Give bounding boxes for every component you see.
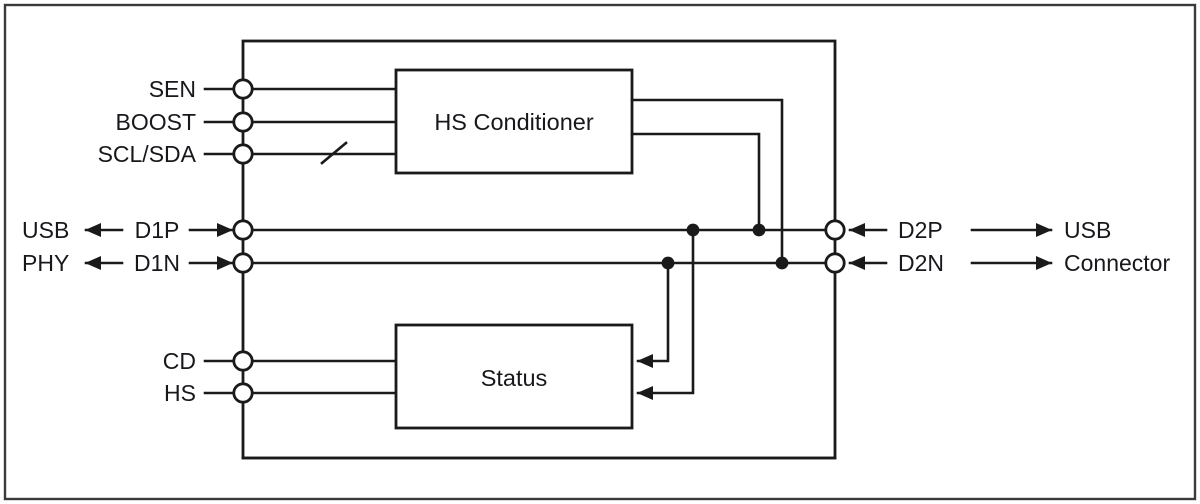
pin-label-cd: CD: [163, 348, 196, 374]
pin-circle-d2n[interactable]: [824, 252, 846, 274]
status-block: [394, 323, 634, 430]
pin-circle-d1p[interactable]: [232, 219, 254, 241]
io-endpoint-usb-right: USB: [1064, 217, 1111, 243]
wire-conditioner-out-lower: [630, 132, 761, 232]
outer-frame: [3, 3, 1197, 501]
pin-circle-d2p[interactable]: [824, 219, 846, 241]
junction-dot-d1n-conditioner: [775, 256, 789, 270]
io-endpoint-connector-right: Connector: [1064, 250, 1170, 276]
pin-label-boost: BOOST: [115, 109, 196, 135]
io-endpoint-phy-left: PHY: [22, 250, 69, 276]
io-signal-d2p: D2P: [898, 217, 943, 243]
hs-conditioner-block: [394, 68, 634, 175]
io-signal-d1p: D1P: [135, 217, 180, 243]
pin-circle-boost[interactable]: [232, 111, 254, 133]
wire-d1n-tap-to-status: [636, 261, 670, 369]
io-signal-d2n: D2N: [898, 250, 944, 276]
io-signal-d1n: D1N: [134, 250, 180, 276]
junction-dot-d1p-conditioner: [752, 223, 766, 237]
pin-label-scl-sda: SCL/SDA: [98, 141, 197, 167]
pin-label-hs: HS: [164, 380, 196, 406]
junction-dot-d1p-status-tap: [686, 223, 700, 237]
wire-d1p-tap-to-status: [636, 228, 695, 401]
pin-circle-hs[interactable]: [232, 382, 254, 404]
pin-circle-d1n[interactable]: [232, 252, 254, 274]
pin-circle-scl-sda[interactable]: [232, 143, 254, 165]
junction-dot-d1n-status-tap: [661, 256, 675, 270]
hs-conditioner-label: HS Conditioner: [434, 109, 594, 135]
wire-conditioner-out-upper: [630, 98, 784, 265]
pin-circle-sen[interactable]: [232, 78, 254, 100]
status-label: Status: [481, 365, 548, 391]
bus-width-slash-icon: [320, 141, 348, 165]
pin-label-sen: SEN: [149, 76, 196, 102]
io-endpoint-usb-left: USB: [22, 217, 69, 243]
pin-circle-cd[interactable]: [232, 350, 254, 372]
